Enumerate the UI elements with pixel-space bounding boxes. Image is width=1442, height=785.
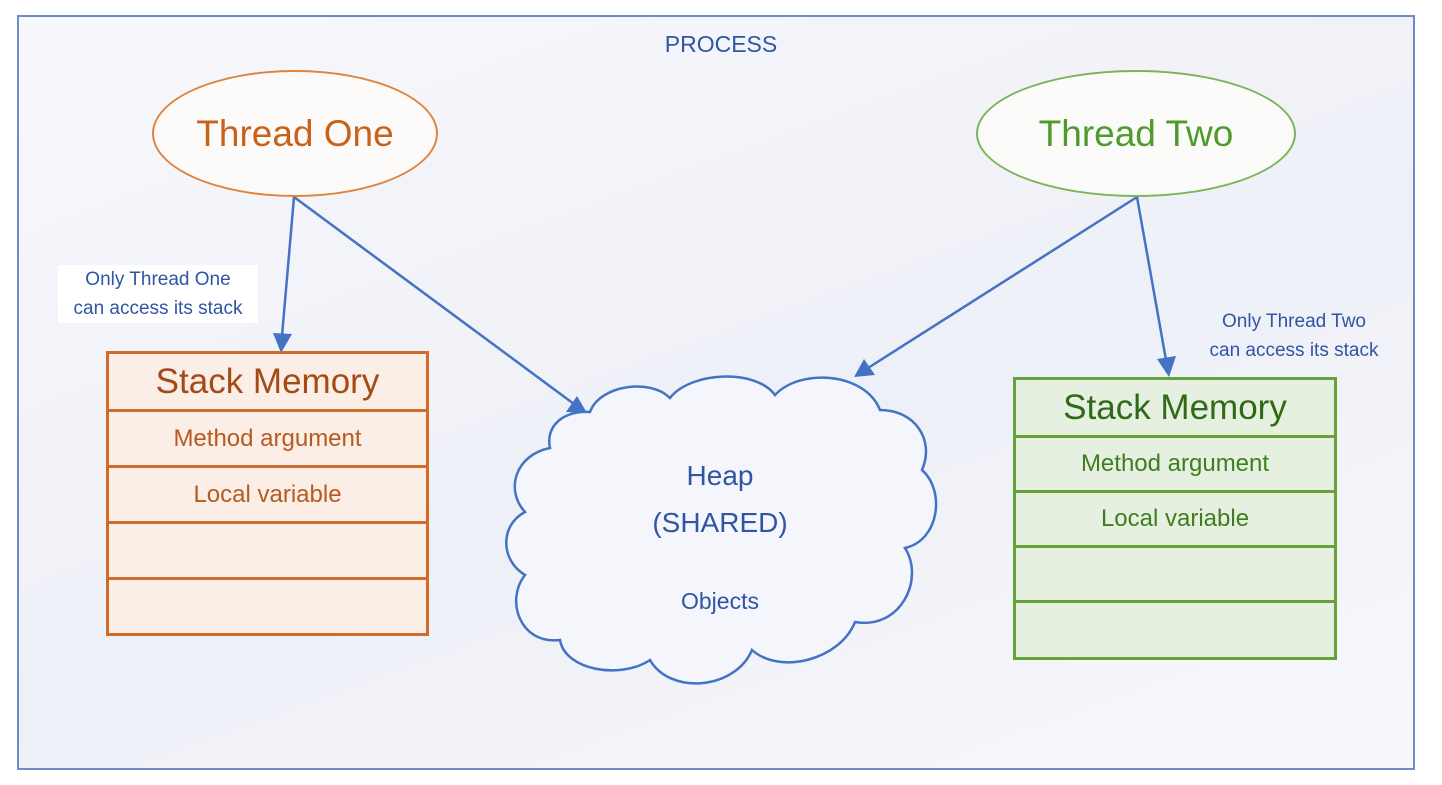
thread-one-note: Only Thread One can access its stack	[58, 265, 258, 323]
thread-one-note-line: can access its stack	[73, 298, 243, 319]
thread-two-note: Only Thread Two can access its stack	[1190, 307, 1398, 365]
stack-memory-one: Stack Memory Method argument Local varia…	[106, 351, 429, 636]
stack-one-row	[109, 524, 426, 580]
arrow-thread-two-to-stack	[1135, 196, 1176, 377]
stack-one-row	[109, 580, 426, 636]
thread-two-node: Thread Two	[976, 70, 1296, 197]
heap-cloud	[505, 375, 938, 685]
stack-memory-two: Stack Memory Method argument Local varia…	[1013, 377, 1337, 660]
thread-one-label: Thread One	[196, 112, 394, 154]
arrow-thread-one-to-stack	[273, 196, 296, 353]
thread-two-note-line: can access its stack	[1209, 340, 1379, 361]
thread-one-note-line: Only Thread One	[85, 269, 231, 290]
stack-one-row: Method argument	[109, 412, 426, 468]
heap-title: Heap	[686, 460, 754, 491]
thread-two-note-line: Only Thread Two	[1222, 311, 1366, 332]
stack-one-row: Local variable	[109, 468, 426, 524]
stack-two-row	[1016, 548, 1334, 603]
arrow-thread-one-to-heap	[293, 195, 587, 413]
stack-two-row: Local variable	[1016, 493, 1334, 548]
arrow-thread-two-to-heap	[854, 195, 1138, 377]
stack-one-header: Stack Memory	[109, 354, 426, 412]
stack-two-row: Method argument	[1016, 438, 1334, 493]
process-title: PROCESS	[664, 31, 778, 57]
thread-two-label: Thread Two	[1038, 112, 1234, 154]
thread-one-node: Thread One	[152, 70, 438, 197]
stack-two-row	[1016, 603, 1334, 658]
heap-subtitle: (SHARED)	[652, 507, 788, 538]
stack-two-header: Stack Memory	[1016, 380, 1334, 438]
heap-objects-label: Objects	[681, 588, 759, 614]
